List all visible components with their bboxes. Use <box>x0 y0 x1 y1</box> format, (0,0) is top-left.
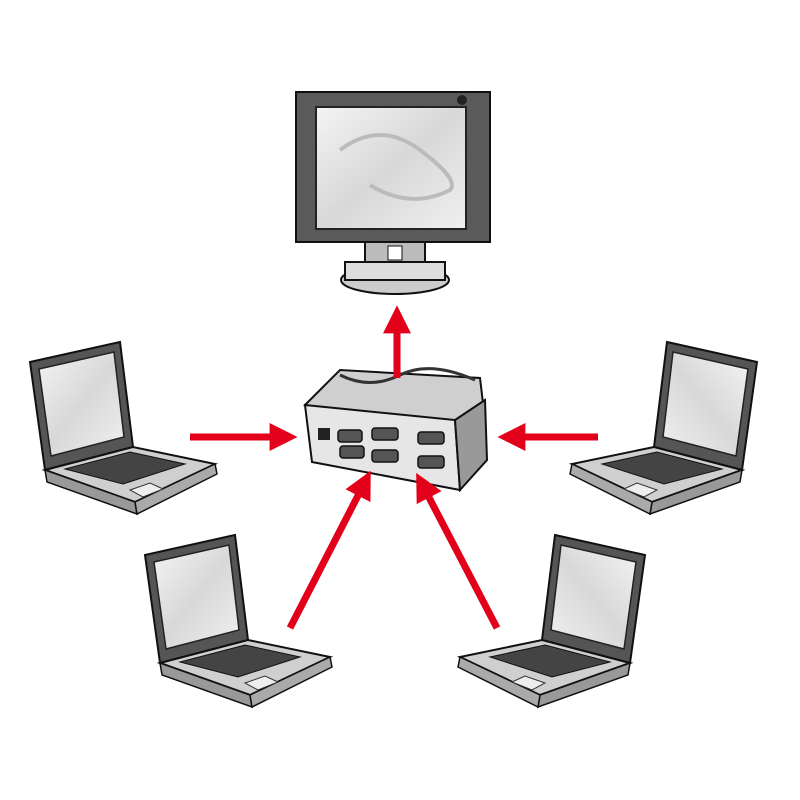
laptop-icon-bottom-right <box>457 534 646 708</box>
laptop-icon-bottom-left <box>144 534 333 708</box>
arrow-bottom-right-to-hub <box>416 472 501 630</box>
arrow-bottom-left-to-hub <box>286 470 371 630</box>
serial-switch-box-icon <box>303 367 489 493</box>
laptop-icon-right <box>569 341 758 515</box>
laptop-icon-left <box>29 341 218 515</box>
monitor-icon <box>295 91 491 295</box>
